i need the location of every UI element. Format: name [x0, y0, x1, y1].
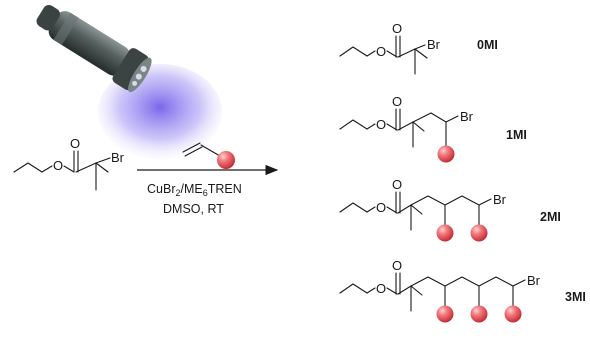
product-0mi: O O Br 0MI [339, 21, 498, 75]
atom-oxygen: O [392, 258, 402, 273]
atom-oxygen: O [392, 177, 402, 192]
product-2mi: O O Br 2MI [339, 177, 561, 242]
atom-oxygen: O [392, 21, 402, 36]
atom-bromine: Br [493, 192, 507, 207]
atom-bromine: Br [460, 109, 474, 124]
atom-oxygen: O [53, 158, 63, 173]
atom-oxygen: O [376, 44, 386, 59]
atom-bromine: Br [111, 150, 125, 165]
monomer [182, 142, 235, 169]
reagent-catalyst: CuBr2/ME6TREN [147, 182, 242, 198]
monomer-sphere-icon [470, 224, 488, 242]
atom-oxygen: O [376, 200, 386, 215]
product-label-3mi: 3MI [565, 290, 586, 304]
atom-oxygen: O [376, 281, 386, 296]
atom-oxygen: O [70, 136, 80, 151]
flashlight-icon [36, 4, 222, 160]
product-label-1mi: 1MI [506, 128, 527, 142]
product-1mi: O O Br 1MI [339, 94, 527, 163]
monomer-sphere-icon [436, 305, 454, 323]
starting-material: O O Br [13, 136, 125, 191]
atom-bromine: Br [527, 273, 541, 288]
monomer-sphere-icon [504, 305, 522, 323]
monomer-sphere-icon [217, 151, 235, 169]
product-label-0mi: 0MI [477, 38, 498, 52]
atom-bromine: Br [427, 37, 441, 52]
atom-oxygen: O [392, 94, 402, 109]
monomer-sphere-icon [436, 224, 454, 242]
atom-oxygen: O [376, 117, 386, 132]
monomer-sphere-icon [470, 305, 488, 323]
product-3mi: O O Br 3MI [339, 258, 586, 323]
monomer-sphere-icon [437, 145, 455, 163]
product-label-2mi: 2MI [540, 210, 561, 224]
reagent-solvent: DMSO, RT [163, 202, 224, 216]
